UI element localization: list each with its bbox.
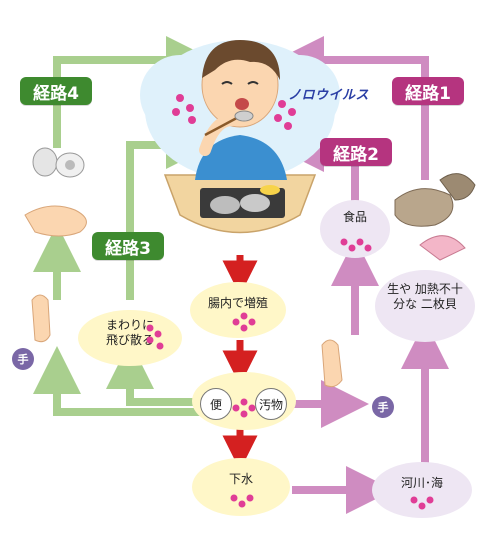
route2-label: 経路2 — [320, 138, 392, 166]
right-hand-badge: 手 — [372, 396, 394, 418]
stool-to-scatter-arrow — [106, 341, 200, 406]
right-hand-icon — [321, 339, 343, 388]
left-hand-icon — [31, 294, 51, 343]
left-hand-badge: 手 — [12, 348, 34, 370]
route1-label: 経路1 — [392, 77, 464, 105]
route3-label: 経路3 — [92, 232, 164, 260]
clam-shell-icon — [419, 235, 466, 261]
oyster-shell-icon — [394, 173, 476, 227]
handshake-icon — [24, 205, 87, 237]
towel-roll-icon — [32, 147, 85, 178]
route4-arrow — [53, 36, 214, 148]
stool-label: 便 — [200, 388, 232, 420]
stool-to-left-hand-arrow — [33, 346, 200, 416]
intestine-label: 腸内で増殖 — [207, 296, 268, 310]
raw-shellfish-node: 生や 加熱不十分な 二枚貝 — [375, 270, 475, 342]
scatter-node: まわりに 飛び散る — [78, 310, 182, 366]
route1-arrow — [276, 36, 429, 180]
food-label: 食品 — [342, 210, 367, 224]
route4-label: 経路4 — [20, 77, 92, 105]
filth-label: 汚物 — [255, 388, 287, 420]
sewage-label: 下水 — [228, 472, 253, 486]
river-sea-label: 河川･海 — [400, 476, 443, 490]
norovirus-label: ノロウイルス — [288, 88, 370, 103]
intestine-node: 腸内で増殖 — [190, 282, 286, 338]
scatter-label: まわりに 飛び散る — [105, 318, 154, 347]
raw-shellfish-label: 生や 加熱不十分な 二枚貝 — [387, 282, 463, 311]
